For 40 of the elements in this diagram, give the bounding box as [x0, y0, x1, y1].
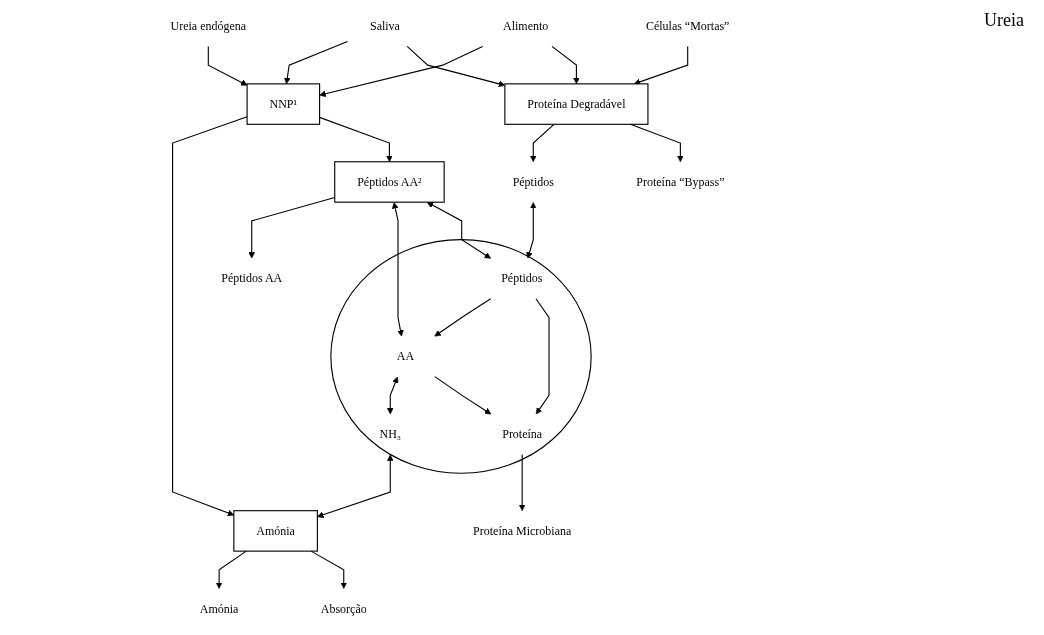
arrow — [319, 45, 484, 97]
arrow — [406, 45, 506, 88]
arrow — [535, 298, 550, 415]
arrow — [317, 454, 394, 518]
node-text: Péptidos AA — [221, 271, 283, 285]
node-text: Péptidos — [501, 271, 543, 285]
arrow — [310, 550, 348, 589]
arrow — [633, 45, 689, 85]
node-text: NH₃ — [379, 427, 402, 441]
arrow — [530, 123, 555, 163]
node-text: Proteína “Bypass” — [636, 175, 725, 188]
arrow — [207, 45, 248, 86]
node-box: Péptidos AA² — [334, 161, 445, 203]
node-text: Absorção — [320, 602, 367, 615]
arrow — [434, 298, 492, 337]
node-text: Células “Mortas” — [645, 19, 730, 33]
node-text: Alimento — [503, 19, 549, 33]
arrow — [392, 202, 404, 337]
arrow — [426, 202, 491, 259]
note-label: Ureia — [984, 10, 1024, 31]
arrow — [319, 116, 393, 163]
cluster — [330, 239, 592, 474]
node-box: Proteína Degradável — [504, 83, 649, 125]
node-text: AA — [396, 349, 415, 363]
arrow — [172, 116, 248, 517]
arrow — [215, 550, 247, 589]
arrow — [551, 45, 580, 85]
node-box: Amónia — [233, 510, 318, 552]
node-text: Proteína — [502, 427, 543, 441]
arrow — [526, 202, 537, 259]
node-text: Ureia endógena — [170, 19, 247, 33]
node-text: Amónia — [199, 602, 239, 615]
node-box: NNP¹ — [246, 83, 321, 125]
arrow — [387, 376, 399, 415]
arrow — [284, 40, 349, 85]
arrow — [518, 453, 526, 511]
node-text: Péptidos — [512, 175, 554, 188]
arrow — [434, 376, 492, 415]
node-text: Saliva — [369, 19, 400, 33]
node-text: Proteína Microbiana — [473, 524, 572, 537]
